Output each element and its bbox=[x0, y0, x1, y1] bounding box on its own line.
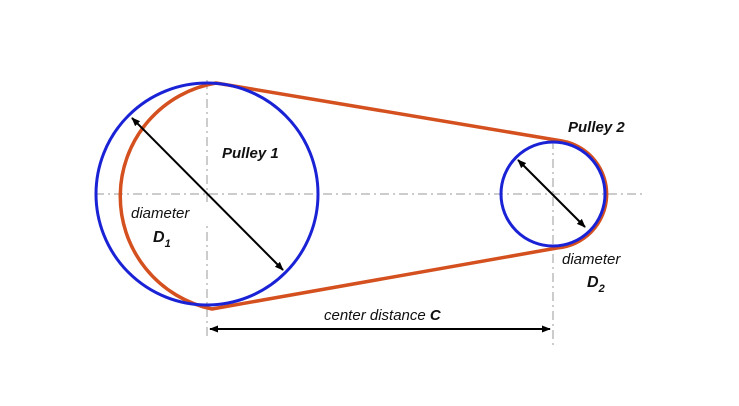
diameter-arrow-d2 bbox=[517, 159, 586, 228]
d1-letter: D bbox=[153, 229, 165, 246]
label-background-center-distance bbox=[315, 305, 475, 325]
pulley1-diameter-label: diameter bbox=[131, 205, 190, 222]
pulley2-diameter-symbol: D2 bbox=[587, 274, 605, 295]
pulley2-circle bbox=[499, 140, 607, 248]
diameter-arrow-d1 bbox=[131, 117, 284, 271]
pulley2-label: Pulley 2 bbox=[568, 119, 625, 136]
belt-path bbox=[118, 81, 609, 311]
d1-subscript: 1 bbox=[165, 238, 171, 250]
center-distance-symbol: C bbox=[430, 307, 442, 324]
pulley1-label: Pulley 1 bbox=[222, 145, 279, 162]
pulley2-diameter-label: diameter bbox=[562, 251, 621, 268]
pulley1-diameter-symbol: D1 bbox=[153, 229, 171, 250]
label-background-d1 bbox=[128, 202, 208, 222]
d2-letter: D bbox=[587, 274, 599, 291]
center-distance-text: center distance bbox=[324, 307, 430, 324]
center-distance-label: center distance C bbox=[324, 307, 442, 324]
pulley1-circle bbox=[94, 81, 320, 307]
d2-subscript: 2 bbox=[598, 283, 605, 295]
belt bbox=[118, 81, 609, 311]
